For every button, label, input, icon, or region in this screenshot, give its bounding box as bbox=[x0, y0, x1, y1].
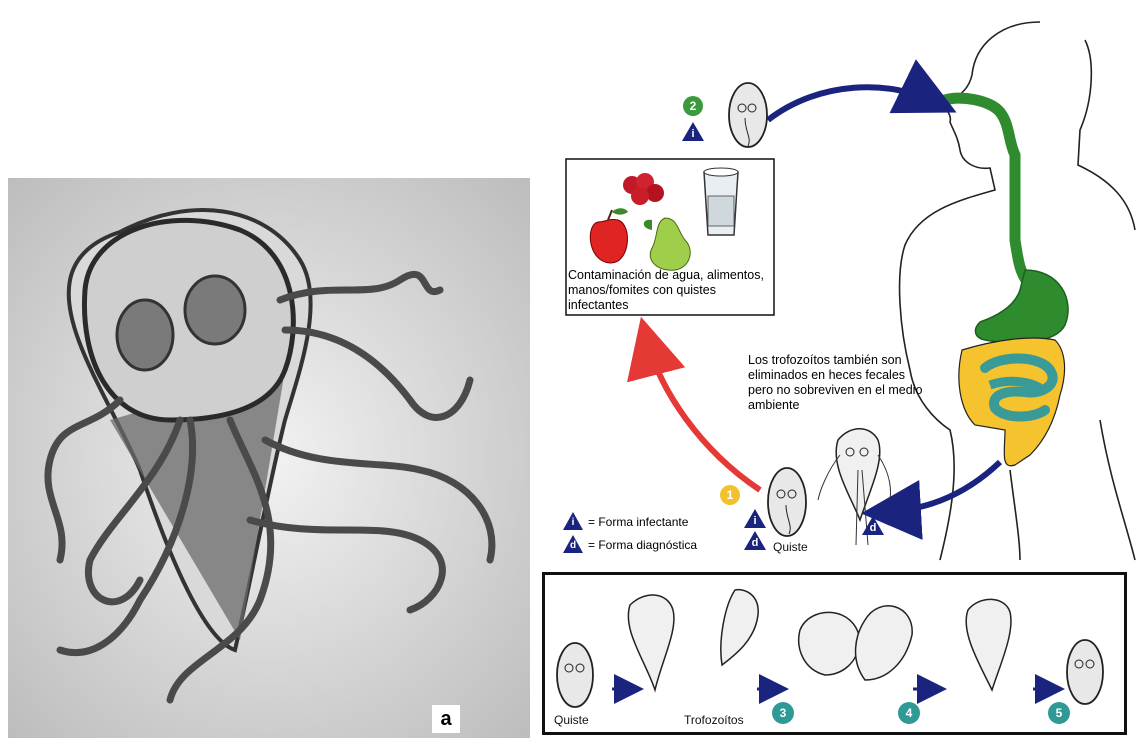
ingestion-arrow bbox=[768, 87, 935, 120]
legend-diagnostic-letter: d bbox=[567, 539, 579, 553]
bottom-cyst-left bbox=[557, 643, 593, 707]
environment-arrow bbox=[647, 340, 760, 490]
legend-infective-letter: i bbox=[567, 516, 579, 530]
cyst-step-1 bbox=[768, 468, 806, 536]
bottom-cyst-label: Quiste bbox=[554, 713, 589, 727]
water-glass-icon bbox=[704, 168, 738, 235]
step-1-number: 1 bbox=[724, 488, 736, 502]
bottom-cyst-right bbox=[1067, 640, 1103, 704]
human-silhouette bbox=[900, 22, 1135, 560]
trophozoite-note: Los trofozoítos también son eliminados e… bbox=[748, 353, 923, 413]
digestive-tract bbox=[945, 98, 1068, 466]
infective-letter-step-2: i bbox=[687, 127, 699, 141]
legend-infective-text: = Forma infectante bbox=[588, 515, 688, 529]
cyst-step-2 bbox=[729, 83, 767, 147]
infective-letter-step-1: i bbox=[749, 514, 761, 528]
cyst-label: Quiste bbox=[773, 540, 808, 554]
panel-a-label: a bbox=[432, 705, 460, 733]
bottom-trophozoites-label: Trofozoítos bbox=[684, 713, 744, 727]
panel-a-trophozoite-illustration bbox=[8, 178, 530, 738]
legend-diagnostic-text: = Forma diagnóstica bbox=[588, 538, 697, 552]
diagnostic-letter-trophozoite: d bbox=[867, 521, 879, 535]
step-3-number: 3 bbox=[777, 706, 789, 720]
step-5-number: 5 bbox=[1053, 706, 1065, 720]
excretion-arrow bbox=[885, 462, 1000, 512]
step-2-number: 2 bbox=[687, 99, 699, 113]
diagnostic-letter-cyst: d bbox=[749, 536, 761, 550]
step-4-number: 4 bbox=[903, 706, 915, 720]
contamination-text: Contaminación de agua, alimentos, manos/… bbox=[568, 268, 774, 313]
